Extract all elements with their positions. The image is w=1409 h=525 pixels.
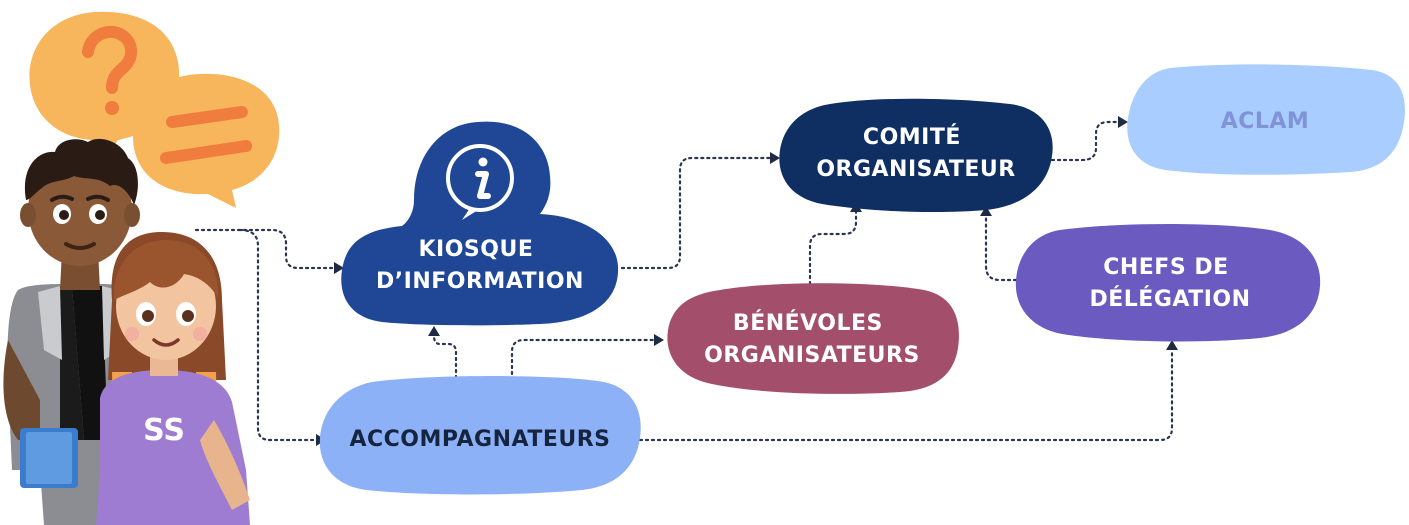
- arrowhead-kiosque: [334, 262, 344, 274]
- node-aclam-shape: [1127, 64, 1405, 175]
- connector-children-kiosque: [194, 228, 337, 270]
- connector-benevoles-comite: [808, 210, 858, 292]
- arrowhead-comite-up2: [980, 206, 992, 216]
- node-comite-line2: ORGANISATEUR: [816, 157, 1015, 182]
- connector-kiosque-comite: [620, 156, 772, 270]
- arrowhead-aclam: [1118, 116, 1128, 128]
- arrowhead-kiosque-up: [428, 326, 440, 336]
- node-benevoles: BÉNÉVOLES ORGANISATEURS: [667, 283, 959, 394]
- node-kiosque-shape: [341, 121, 619, 326]
- node-benevoles-shape: [667, 283, 959, 394]
- node-accompagnateurs: ACCOMPAGNATEURS: [319, 376, 641, 495]
- connectors: [194, 120, 1174, 442]
- node-accompagnateurs-shape: [319, 376, 641, 495]
- svg-text:ACLAM: ACLAM: [1221, 109, 1310, 134]
- connector-accompagnateurs-benevoles: [510, 338, 658, 382]
- equals-icon: [160, 106, 252, 164]
- svg-text:COMITÉ ORGANISATEUR: COMITÉ ORGANISATEUR: [816, 124, 1015, 182]
- connector-chefs-comite: [984, 214, 1018, 282]
- arrowhead-chefs-up: [1166, 340, 1178, 350]
- connector-children-accompagnateurs: [238, 228, 320, 442]
- node-chefs-shape: [1015, 224, 1321, 342]
- arrowhead-comite: [770, 152, 780, 164]
- node-comite-shape: [779, 98, 1053, 212]
- node-chefs: CHEFS DE DÉLÉGATION: [1015, 224, 1321, 342]
- svg-text:KIOSQUE D’INFORMATION: KIOSQUE D’INFORMATION: [376, 237, 584, 294]
- node-accompagnateurs-label: ACCOMPAGNATEURS: [349, 427, 610, 452]
- node-chefs-line2: DÉLÉGATION: [1089, 286, 1250, 312]
- connector-comite-aclam: [1050, 120, 1120, 162]
- svg-text:BÉNÉVOLES ORGANISATEURS: BÉNÉVOLES ORGANISATEURS: [704, 310, 920, 368]
- node-kiosque: KIOSQUE D’INFORMATION: [341, 121, 619, 326]
- svg-text:SS: SS: [143, 413, 185, 448]
- question-mark-icon: [82, 25, 137, 115]
- node-chefs-line1: CHEFS DE: [1103, 255, 1228, 280]
- node-kiosque-line1: KIOSQUE: [418, 237, 533, 262]
- node-kiosque-line2: D’INFORMATION: [376, 269, 584, 294]
- svg-text:ACCOMPAGNATEURS: ACCOMPAGNATEURS: [349, 427, 610, 452]
- node-aclam-label: ACLAM: [1221, 109, 1310, 134]
- node-benevoles-line2: ORGANISATEURS: [704, 343, 920, 368]
- node-benevoles-line1: BÉNÉVOLES: [733, 310, 883, 336]
- equals-bubble: [133, 73, 280, 208]
- svg-text:CHEFS DE DÉLÉGATION: CHEFS DE DÉLÉGATION: [1089, 255, 1250, 312]
- connector-accompagnateurs-chefs: [638, 348, 1174, 442]
- node-comite-line1: COMITÉ: [863, 124, 961, 150]
- connector-accompagnateurs-kiosque: [432, 334, 458, 380]
- girl-illustration: SS: [96, 232, 250, 525]
- arrowhead-benevoles: [654, 334, 664, 346]
- node-comite: COMITÉ ORGANISATEUR: [779, 98, 1053, 212]
- boy-illustration: [3, 138, 153, 525]
- info-icon: [446, 144, 514, 220]
- node-aclam: ACLAM: [1127, 64, 1405, 175]
